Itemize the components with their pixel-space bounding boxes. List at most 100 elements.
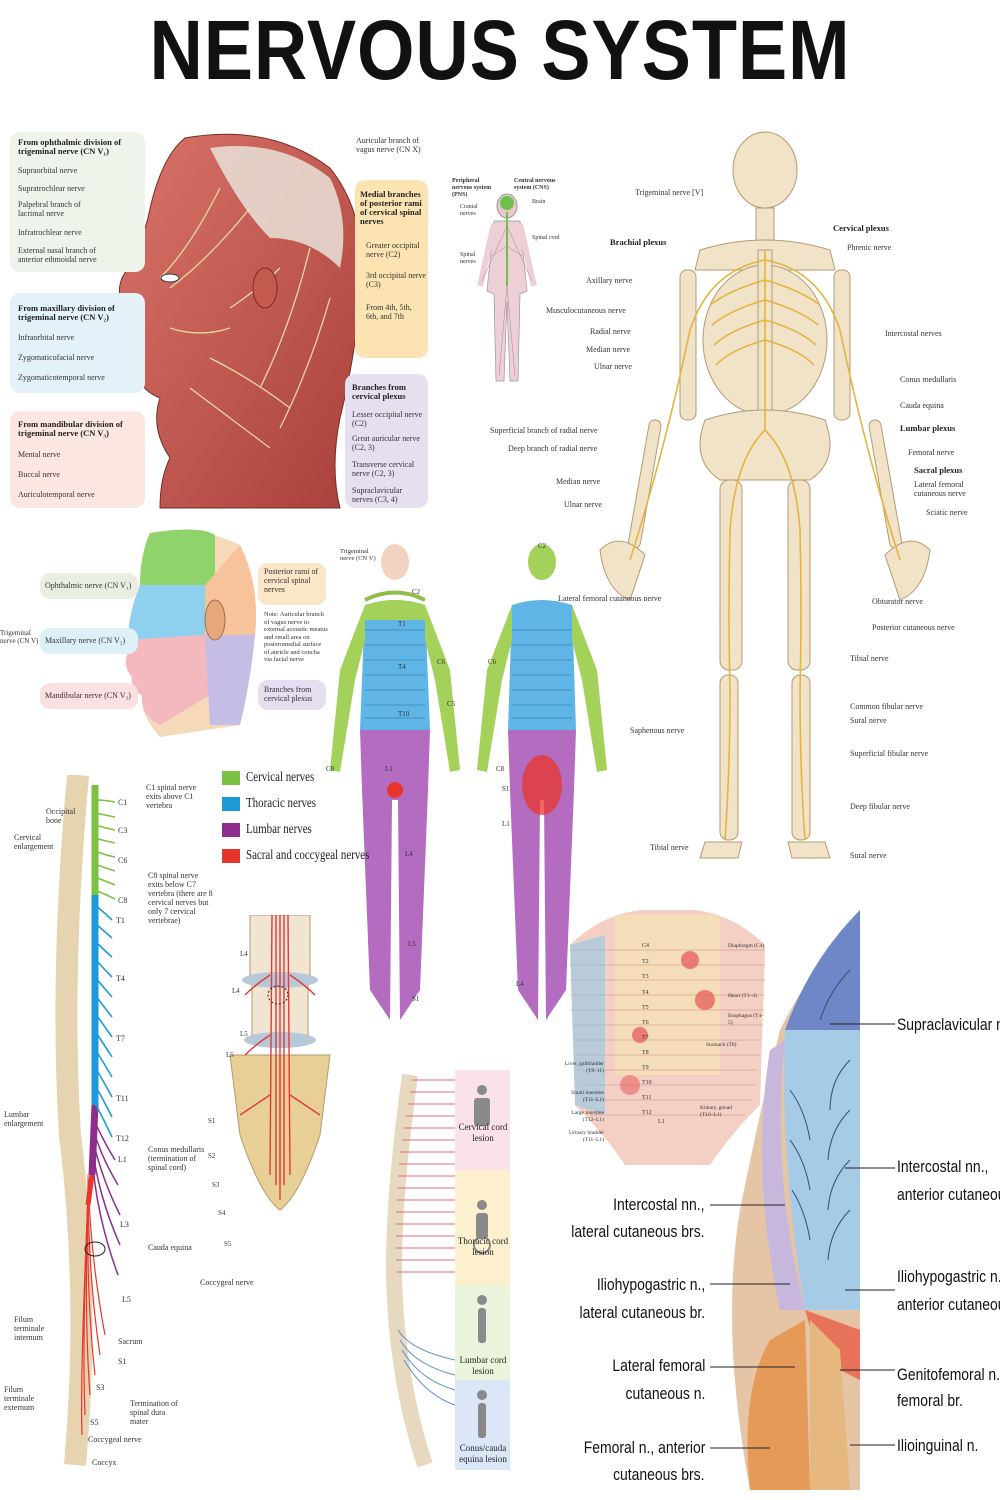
skeleton-label: Deep branch of radial nerve bbox=[508, 444, 598, 453]
legend-swatch bbox=[222, 797, 240, 811]
spinal-cord-illustration bbox=[55, 775, 121, 1466]
conus-medullaris-label: Conus medullaris (termination of spinal … bbox=[148, 1145, 205, 1172]
lumbar-lesion-label: Lumbar cord lesion bbox=[459, 1355, 507, 1376]
sacrum-level-label: S3 bbox=[212, 1181, 220, 1189]
sacrum-coccygeal-label: Coccygeal nerve bbox=[200, 1278, 254, 1287]
spine-level-label: C3 bbox=[118, 826, 128, 835]
skeleton-label: Radial nerve bbox=[590, 327, 631, 336]
dermatome-front-label: T1 bbox=[398, 620, 406, 628]
skeleton-label: Superficial branch of radial nerve bbox=[490, 426, 598, 435]
dermatome-front-label: C8 bbox=[326, 765, 335, 773]
torso-level-label: T11 bbox=[642, 1095, 652, 1101]
sacrum-level-label: S2 bbox=[208, 1152, 216, 1160]
intercostal-lateral-label-2: lateral cutaneous brs. bbox=[571, 1222, 705, 1241]
legend-label: Sacral and coccygeal nerves bbox=[246, 848, 370, 863]
spine-level-label: T11 bbox=[116, 1094, 129, 1103]
skeleton-label: Trigeminal nerve [V] bbox=[635, 188, 704, 197]
torso-level-label: L1 bbox=[658, 1119, 665, 1125]
head-label: Mental nerve bbox=[18, 450, 61, 459]
spine-level-label: S3 bbox=[96, 1383, 105, 1392]
torso-dermatome-panel: C4 T2 T3 T4 T5 T6 T7 T8 T9 T10 T11 T12 L… bbox=[560, 905, 775, 1175]
spine-level-label: L1 bbox=[118, 1155, 127, 1164]
skeleton-label: Conus medullaris bbox=[900, 375, 957, 384]
sacrum-label: Sacrum bbox=[118, 1337, 143, 1346]
sacrum-level-label: L4 bbox=[232, 987, 240, 995]
spine-level-label: S5 bbox=[90, 1418, 99, 1427]
torso-level-label: T5 bbox=[642, 1005, 649, 1011]
legend-item-sacral: Sacral and coccygeal nerves bbox=[222, 848, 404, 864]
cervical-plexus-header: Branches from cervical plexus bbox=[352, 382, 406, 401]
torso-level-label: T6 bbox=[642, 1020, 649, 1026]
sacrum-level-label: S4 bbox=[218, 1209, 226, 1217]
torso-level-label: T7 bbox=[642, 1035, 649, 1041]
sacrum-cauda-panel: L4 L4 L5 L5 S1 S2 S3 S4 bbox=[200, 915, 360, 1217]
skeleton-illustration bbox=[599, 131, 931, 859]
sacrum-illustration bbox=[229, 915, 331, 1211]
occipital-bone-label: Occipital bone bbox=[46, 807, 76, 825]
spine-level-label: L5 bbox=[122, 1295, 131, 1304]
head-label: 3rd occipital nerve (C3) bbox=[366, 271, 426, 289]
brain-label: Brain bbox=[532, 199, 546, 205]
dermatome-back-label: L1 bbox=[502, 820, 510, 828]
spine-level-label: T1 bbox=[116, 916, 125, 925]
legend-item-thoracic: Thoracic nerves bbox=[222, 796, 336, 812]
dura-termination-label: Termination of spinal dura mater bbox=[130, 1399, 178, 1426]
dermatome-figures bbox=[330, 544, 607, 1020]
pns-cns-figure bbox=[477, 193, 537, 382]
skeleton-label: Posterior cutaneous nerve bbox=[872, 623, 955, 632]
large-intestine-label: Large intestine (T12–L1) bbox=[571, 1110, 604, 1123]
genitofemoral-label-1: Genitofemoral n., bbox=[897, 1365, 1000, 1384]
skeleton-label: Deep fibular nerve bbox=[850, 802, 910, 811]
spine-level-label: C8 bbox=[118, 896, 128, 905]
sacrum-level-label: S5 bbox=[224, 1240, 232, 1248]
spine-level-label: S1 bbox=[118, 1357, 127, 1366]
cranial-nerves-label: Cranial nerves bbox=[460, 204, 478, 217]
iliohypogastric-anterior-label-2: anterior cutaneous bbox=[897, 1295, 1000, 1314]
torso-level-label: T2 bbox=[642, 959, 649, 965]
cutaneous-leader-lines bbox=[710, 1023, 895, 1449]
dermatome-back-label: L4 bbox=[516, 980, 524, 988]
head-label: Zygomaticofacial nerve bbox=[18, 353, 95, 362]
face-illustration bbox=[123, 529, 256, 737]
cutaneous-illustration bbox=[732, 910, 860, 1490]
sacrum-level-label: L5 bbox=[240, 1030, 248, 1038]
head-label: Transverse cervical nerve (C2, 3) bbox=[352, 460, 415, 478]
dermatome-figures-panel: Trigeminal nerve (CN V) C2 T1 T4 T10 L1 … bbox=[320, 540, 620, 1040]
head-label: Auriculotemporal nerve bbox=[18, 490, 95, 499]
cervical-enlargement-label: Cervical enlargement bbox=[14, 833, 54, 851]
mandibular-division-header: From mandibular division of trigeminal n… bbox=[18, 419, 123, 438]
cns-label: Central nervous system (CNS) bbox=[514, 178, 556, 191]
spine-level-label: C6 bbox=[118, 856, 128, 865]
spinal-nerves-label: Spinal nerves bbox=[460, 252, 476, 265]
cutaneous-nerves-panel bbox=[710, 910, 865, 1490]
maxillary-division-header: From maxillary division of trigeminal ne… bbox=[18, 303, 115, 322]
skeleton-label: Axillary nerve bbox=[586, 276, 633, 285]
skeleton-label: Obturator nerve bbox=[872, 597, 923, 606]
cervical-lesion-label: Cervical cord lesion bbox=[458, 1122, 508, 1143]
ophthalmic-nerve-label: Ophthalmic nerve (CN V₁) bbox=[45, 581, 132, 590]
conus-lesion-label: Conus/cauda equina lesion bbox=[459, 1443, 507, 1464]
spinal-cord-label: Spinal cord bbox=[532, 235, 560, 241]
head-label: From 4th, 5th, 6th, and 7th bbox=[366, 303, 412, 321]
skeleton-label: Ulnar nerve bbox=[564, 500, 602, 509]
spine-level-label: T12 bbox=[116, 1134, 129, 1143]
head-label: Supratrochlear nerve bbox=[18, 184, 85, 193]
torso-level-label: T10 bbox=[642, 1080, 652, 1086]
torso-level-label: T3 bbox=[642, 974, 649, 980]
intercostal-anterior-label-2: anterior cutaneous bbox=[897, 1185, 1000, 1204]
iliohypogastric-anterior-label-1: Iliohypogastric n., bbox=[897, 1267, 1000, 1286]
intercostal-lateral-label-1: Intercostal nn., bbox=[613, 1195, 705, 1214]
torso-level-label: T8 bbox=[642, 1050, 649, 1056]
thoracic-lesion-label: Thoracic cord lesion bbox=[457, 1236, 509, 1257]
cord-lesion-panel: Cervical cord lesion Thoracic cord lesio… bbox=[370, 1070, 515, 1470]
c1-note: C1 spinal nerve exits above C1 vertebra bbox=[146, 783, 197, 810]
head-label: External nasal branch of anterior ethmoi… bbox=[18, 246, 97, 264]
iliohypogastric-lateral-label-1: Iliohypogastric n., bbox=[596, 1275, 705, 1294]
lumbar-enlargement-label: Lumbar enlargement bbox=[4, 1110, 44, 1128]
head-label: Buccal nerve bbox=[18, 470, 60, 479]
skeleton-label: Musculocutaneous nerve bbox=[546, 306, 626, 315]
pns-cns-panel: Peripheral nervous system (PNS) Central … bbox=[452, 176, 562, 391]
dermatome-front-label: C5 bbox=[447, 700, 456, 708]
torso-level-label: T9 bbox=[642, 1065, 649, 1071]
torso-level-label: T4 bbox=[642, 990, 649, 996]
